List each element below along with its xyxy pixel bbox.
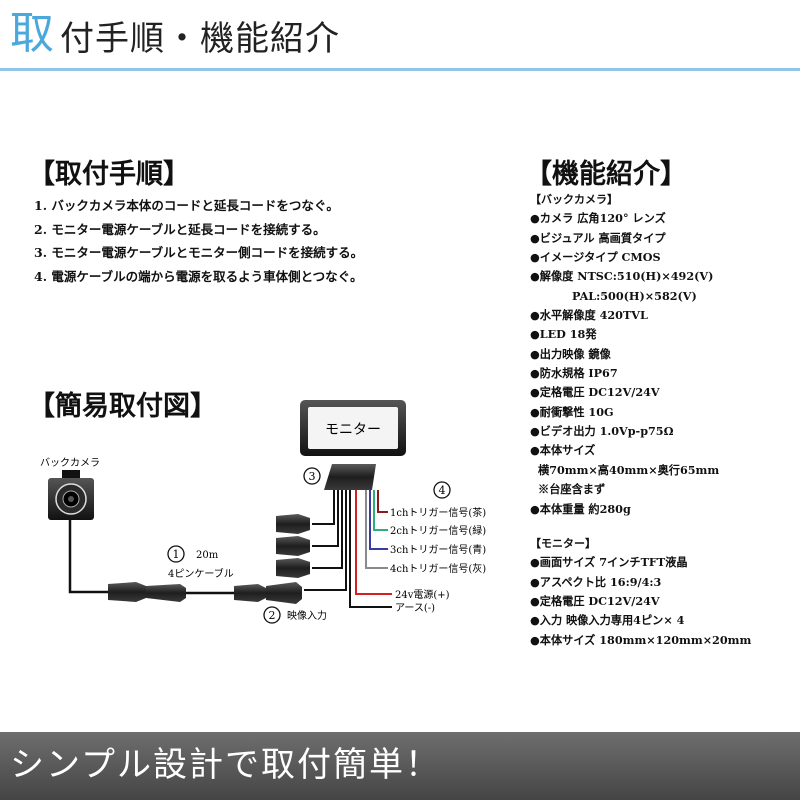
features-list: 【バックカメラ】 ●カメラ 広角120° レンズ ●ビジュアル 高画質タイプ ●… <box>530 190 795 650</box>
svg-text:3: 3 <box>309 470 316 483</box>
marker-1: 1 <box>167 545 185 563</box>
wire-label-ground: アース(-) <box>395 603 435 614</box>
spec-item: ●入力 映像入力専用4ピン× 4 <box>530 613 685 628</box>
spec-item: ●LED 18発 <box>530 327 597 342</box>
monitor-label: モニター <box>325 422 381 438</box>
spec-item: ●解像度 NTSC:510(H)×492(V) <box>530 269 714 284</box>
marker-3: 3 <box>303 467 321 485</box>
footer-banner: シンプル設計で取付簡単！ <box>0 732 800 800</box>
spec-item: ●本体重量 約280g <box>530 501 631 516</box>
extension-connector-a <box>108 582 186 602</box>
svg-text:4: 4 <box>439 484 446 497</box>
wire-label-power: 24v電源(+) <box>395 588 450 601</box>
spec-item: ●定格電圧 DC12V/24V <box>530 593 660 608</box>
video-input-wires <box>304 490 347 591</box>
marker-4: 4 <box>433 481 451 499</box>
svg-text:1: 1 <box>173 548 180 561</box>
spec-item: ※台座含まず <box>538 482 606 497</box>
spec-item: ●防水規格 IP67 <box>530 366 618 381</box>
spec-item: ●本体サイズ 180mm×120mm×20mm <box>530 632 752 647</box>
spec-item: ●定格電圧 DC12V/24V <box>530 385 660 400</box>
back-camera-icon <box>48 470 94 520</box>
wire-labels: 1chトリガー信号(茶) 2chトリガー信号(緑) 3chトリガー信号(青) 4… <box>390 506 486 614</box>
spec-item: ●アスペクト比 16:9/4:3 <box>530 574 662 589</box>
wire-label-2ch: 2chトリガー信号(緑) <box>390 524 486 537</box>
spec-item: ●カメラ 広角120° レンズ <box>530 211 666 226</box>
features-title: 【機能紹介】 <box>525 159 687 190</box>
install-step: 2. モニター電源ケーブルと延長コードを接続する。 <box>34 221 326 237</box>
spec-item: ●イメージタイプ CMOS <box>530 250 661 265</box>
monitor-spec-header: 【モニター】 <box>530 536 596 550</box>
spec-item: ●本体サイズ <box>530 443 596 458</box>
video-input-connectors <box>276 514 310 578</box>
wire-label-4ch: 4chトリガー信号(灰) <box>390 562 486 575</box>
monitor-icon: モニター <box>300 400 406 490</box>
video-input-label: 映像入力 <box>287 609 327 622</box>
extension-connector-b <box>234 582 302 604</box>
marker-2: 2 <box>263 606 281 624</box>
header-title-first: 取 <box>10 8 54 59</box>
wire-label-3ch: 3chトリガー信号(青) <box>390 543 486 556</box>
spec-item: ●ビジュアル 高画質タイプ <box>530 230 666 245</box>
wire-label-1ch: 1chトリガー信号(茶) <box>390 506 486 519</box>
install-title: 【取付手順】 <box>28 159 190 190</box>
install-step: 3. モニター電源ケーブルとモニター側コードを接続する。 <box>34 245 364 260</box>
install-step: 1. バックカメラ本体のコードと延長コードをつなぐ。 <box>34 198 339 213</box>
cable-name: 4ピンケーブル <box>168 567 234 580</box>
trigger-wires <box>349 490 392 608</box>
diagram-title: 【簡易取付図】 <box>28 391 217 422</box>
header-underline <box>0 68 800 71</box>
spec-item: ●画面サイズ 7インチTFT液晶 <box>530 555 688 570</box>
camera-cable <box>68 520 112 594</box>
spec-item: ●水平解像度 420TVL <box>530 308 648 323</box>
cable-length: 20m <box>196 550 219 561</box>
spec-item: PAL:500(H)×582(V) <box>572 288 697 303</box>
page-header: 取 付手順・機能紹介 <box>0 0 800 71</box>
spec-item: ●耐衝撃性 10G <box>530 404 614 419</box>
svg-text:2: 2 <box>269 609 276 622</box>
install-step: 4. 電源ケーブルの端から電源を取るよう車体側とつなぐ。 <box>34 268 363 284</box>
header-title-rest: 付手順・機能紹介 <box>60 19 340 59</box>
camera-spec-header: 【バックカメラ】 <box>530 193 618 206</box>
spec-item: 横70mm×高40mm×奥行65mm <box>538 462 720 477</box>
camera-label: バックカメラ <box>40 457 100 469</box>
spec-item: ●出力映像 鏡像 <box>530 346 611 361</box>
spec-item: ●ビデオ出力 1.0Vp-p75Ω <box>530 424 674 439</box>
footer-text: シンプル設計で取付簡単！ <box>10 745 441 785</box>
install-steps: 1. バックカメラ本体のコードと延長コードをつなぐ。 2. モニター電源ケーブル… <box>34 194 363 288</box>
